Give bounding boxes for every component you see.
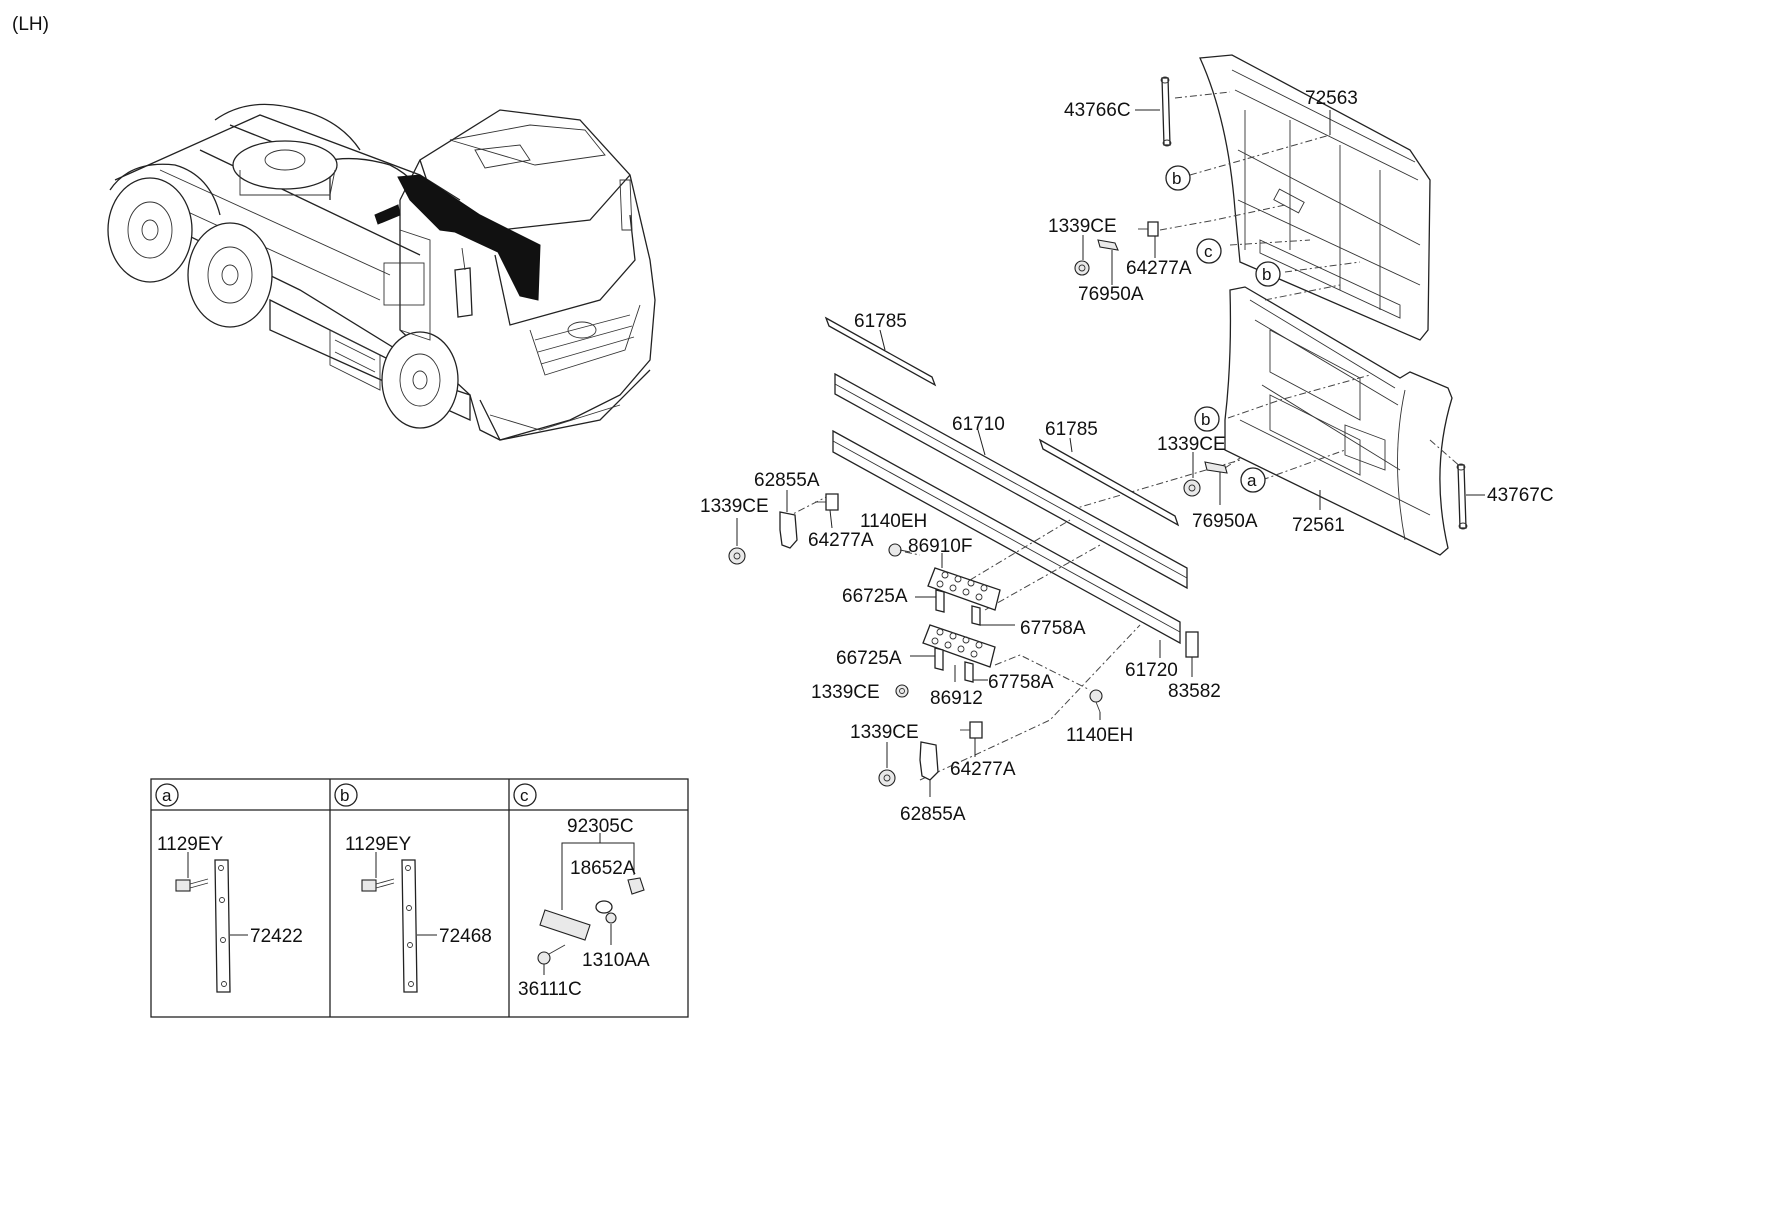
label-1339CE-lower-right: 1339CE: [1157, 434, 1226, 455]
callout-a-1: a: [1240, 467, 1266, 493]
detail-section-b: b: [334, 783, 437, 993]
lower-side-panel-72561: [1224, 286, 1453, 556]
label-66725A-bottom: 66725A: [836, 648, 902, 669]
svg-text:b: b: [1201, 410, 1210, 429]
sill-rail-61720: [832, 429, 1181, 658]
label-1339CE-middle: 1339CE: [811, 682, 880, 703]
svg-text:b: b: [1262, 265, 1271, 284]
trim-strip-61785-short: [824, 316, 937, 387]
label-86910F: 86910F: [908, 536, 972, 557]
bracket-group-rear: [878, 721, 983, 797]
svg-text:b: b: [340, 786, 349, 805]
reflector-83582: [1185, 631, 1199, 677]
label-61720: 61720: [1125, 660, 1178, 681]
detail-box: [150, 778, 689, 1018]
svg-text:a: a: [162, 786, 172, 805]
svg-text:a: a: [1247, 471, 1257, 490]
detail-c-nut-label: 1310AA: [582, 950, 650, 971]
label-62855A-top: 62855A: [754, 470, 820, 491]
label-72561: 72561: [1292, 515, 1345, 536]
detail-section-a: a: [155, 783, 248, 993]
label-1339CE-left: 1339CE: [700, 496, 769, 517]
callout-c-1: c: [1196, 238, 1222, 264]
svg-text:c: c: [1204, 242, 1213, 261]
callout-b-3: b: [1194, 406, 1220, 432]
label-61710: 61710: [952, 414, 1005, 435]
sill-rail-61710: [834, 372, 1188, 590]
label-61785-right: 61785: [1045, 419, 1098, 440]
label-76950A-lower: 76950A: [1192, 511, 1258, 532]
label-67758A-top: 67758A: [1020, 618, 1086, 639]
label-1140EH-bottom: 1140EH: [1066, 725, 1133, 746]
label-83582: 83582: [1168, 681, 1221, 702]
label-64277A-upper: 64277A: [1126, 258, 1192, 279]
label-86912: 86912: [930, 688, 983, 709]
detail-c-screw-label: 36111C: [518, 979, 582, 1000]
label-64277A-left: 64277A: [808, 530, 874, 551]
step-plate-86910F: [888, 543, 1015, 626]
callout-b-2: b: [1255, 261, 1281, 287]
step-plate-86912: [895, 624, 996, 698]
roof-fairing-highlight: [397, 174, 541, 301]
label-64277A-rear: 64277A: [950, 759, 1016, 780]
label-67758A-bottom: 67758A: [988, 672, 1054, 693]
fastener-group-lower: [1183, 452, 1321, 510]
fastener-group-upper: [1074, 221, 1159, 285]
svg-text:c: c: [520, 786, 529, 805]
detail-c-bulb-label: 18652A: [570, 858, 636, 879]
trim-strip-61785-long: [1038, 437, 1180, 527]
strap-43766C: [1135, 76, 1172, 147]
detail-a-bracket-label: 72422: [250, 926, 303, 947]
detail-b-bolt-label: 1129EY: [345, 834, 412, 855]
detail-b-bracket-label: 72468: [439, 926, 492, 947]
side-label: (LH): [12, 14, 49, 35]
label-43766C: 43766C: [1064, 100, 1131, 121]
label-76950A-upper: 76950A: [1078, 284, 1144, 305]
truck-illustration: [107, 103, 656, 441]
label-72563: 72563: [1305, 88, 1358, 109]
label-66725A-top: 66725A: [842, 586, 908, 607]
label-1140EH-top: 1140EH: [860, 511, 927, 532]
detail-c-top-label: 92305C: [567, 816, 634, 837]
svg-text:b: b: [1172, 169, 1181, 188]
bolt-1140EH-lower: [1089, 689, 1103, 720]
bracket-group-front: [728, 490, 839, 565]
label-61785-left: 61785: [854, 311, 907, 332]
label-43767C: 43767C: [1487, 485, 1554, 506]
detail-section-c: c: [513, 783, 645, 975]
label-62855A-bottom: 62855A: [900, 804, 966, 825]
label-1339CE-rear: 1339CE: [850, 722, 919, 743]
label-1339CE-upper: 1339CE: [1048, 216, 1117, 237]
strap-43767C: [1456, 463, 1485, 530]
callout-b-1: b: [1165, 165, 1191, 191]
detail-a-bolt-label: 1129EY: [157, 834, 224, 855]
